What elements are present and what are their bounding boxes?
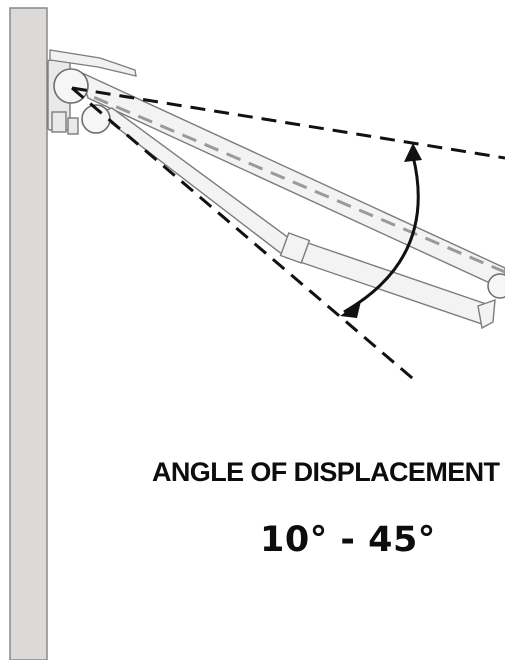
- arc-arrow-top: [404, 143, 422, 162]
- displacement-title: ANGLE OF DISPLACEMENT: [152, 457, 500, 487]
- upper-limit-line: [71, 86, 505, 160]
- displacement-range: 10° - 45°: [260, 520, 436, 560]
- cover-top: [49, 49, 137, 77]
- guide-line-grey: [71, 86, 505, 274]
- far-hub: [487, 273, 505, 299]
- arc-arrow-bottom: [340, 301, 361, 318]
- lower-limit-line: [71, 86, 419, 385]
- lower-arm: [96, 107, 496, 330]
- wall: [9, 7, 48, 660]
- angle-arc: [343, 155, 420, 314]
